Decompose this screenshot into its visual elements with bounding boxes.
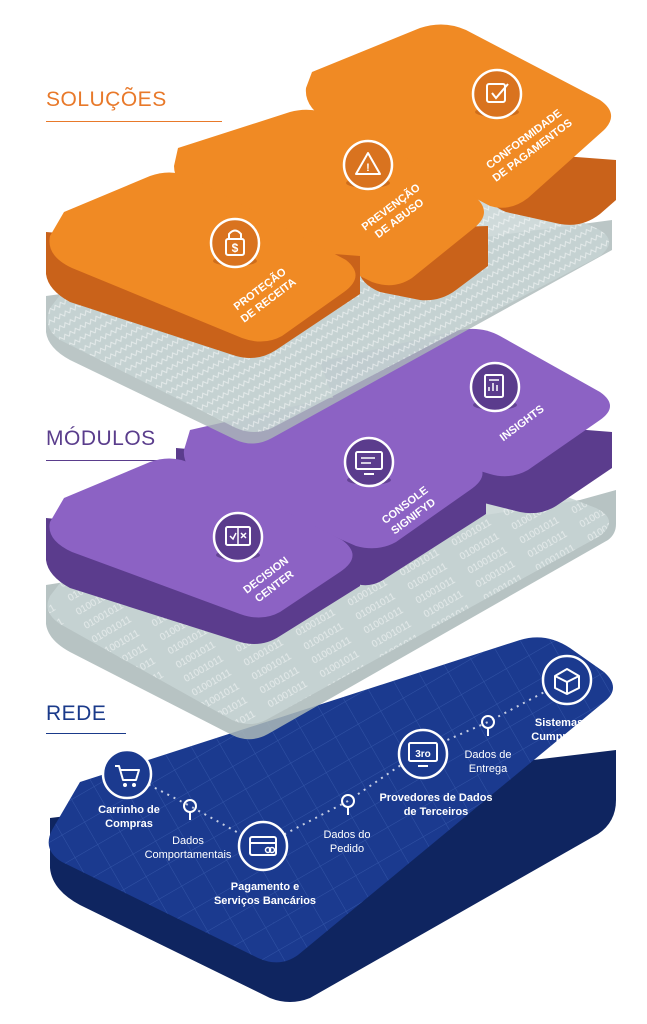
solution-prevencao-top [174,109,484,286]
network-plate-grid [48,637,613,963]
solutions-layer [46,24,616,358]
link-pedido-line1: Dados do [323,829,370,841]
checkbox-icon [471,68,523,120]
dollar-lock-icon: $ [209,217,261,269]
node-sistemas-line2: Cumprimento [531,731,603,743]
link-entrega-line2: Entrega [469,763,508,775]
decision-book-icon [212,511,264,563]
layer-label-modulos: MÓDULOS [46,427,156,450]
node-sistemas-line1: Sistemas de [535,717,599,729]
node-provedores-line1: Provedores de Dados [379,792,492,804]
layer-label-solucoes: SOLUÇÕES [46,88,167,111]
layer-label-rede: REDE [46,702,107,725]
node-pagamento-line2: Serviços Bancários [214,895,316,907]
node-carrinho-line1: Carrinho de [98,804,160,816]
link-pin-comportamentais [183,799,197,820]
module-decision-top [49,458,353,618]
link-entrega-line1: Dados de [464,749,511,761]
network-flow-line [129,679,568,848]
third-party-badge: 3ro [415,749,431,760]
node-pagamento-line1: Pagamento e [231,881,299,893]
layer-rule-modulos [46,460,204,461]
layer-rule-solucoes [46,121,222,122]
link-pin-pedido [341,794,355,815]
report-icon [469,361,521,413]
node-provedores-line2: de Terceiros [404,806,469,818]
solution-protecao-top [49,172,356,342]
link-comportamentais-line2: Comportamentais [145,849,232,861]
monitor-icon [343,436,395,488]
link-pedido-line2: Pedido [330,843,364,855]
credit-card-icon [237,820,289,872]
link-pin-entrega [481,715,495,736]
box-icon [541,654,593,706]
svg-text:$: $ [232,241,239,255]
network-layer [48,637,616,1002]
warning-triangle-icon: ! [342,139,394,191]
third-party-monitor-icon: 3ro [397,728,449,780]
node-carrinho-line2: Compras [105,818,153,830]
shopping-cart-icon [101,748,153,800]
svg-text:!: ! [366,162,370,174]
layer-rule-rede [46,733,126,734]
link-comportamentais-line1: Dados [172,835,204,847]
modules-layer [46,328,612,644]
solution-conformidade-top [305,24,612,208]
